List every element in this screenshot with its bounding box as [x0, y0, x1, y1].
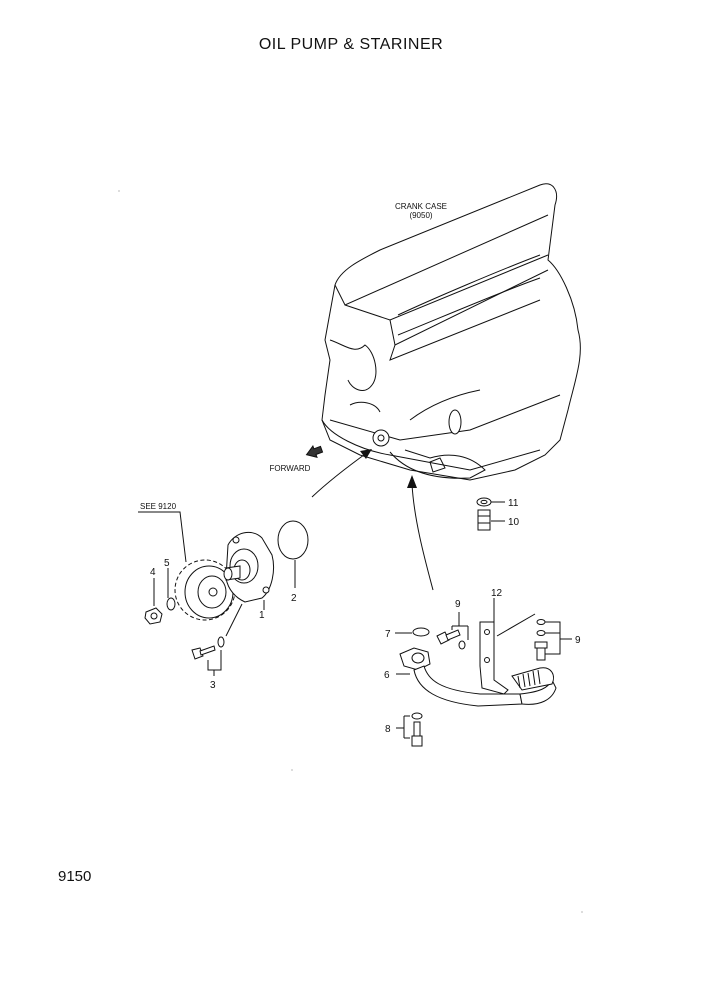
crank-case-label: CRANK CASE — [395, 202, 447, 211]
bolt-part — [534, 641, 548, 661]
assembly-arrow-icon — [311, 449, 372, 498]
drain-washer-part — [476, 497, 492, 507]
washer-part — [217, 636, 225, 648]
callout-9-left: 9 — [455, 599, 461, 610]
washer-part — [458, 640, 466, 650]
strainer-o-ring-part — [412, 627, 430, 637]
bolt-part — [436, 629, 461, 645]
callout-8: 8 — [385, 724, 391, 735]
assembly-arrow-icon — [407, 475, 434, 591]
oil-pump-body-part — [223, 531, 275, 603]
callout-7: 7 — [385, 629, 391, 640]
callout-4: 4 — [150, 567, 156, 578]
bracket-part — [479, 621, 509, 695]
page-number: 9150 — [58, 868, 92, 885]
washer-part — [536, 619, 546, 636]
callout-5: 5 — [164, 558, 170, 569]
callout-10: 10 — [508, 517, 520, 528]
callout-2: 2 — [291, 593, 297, 604]
strainer-pipe-part — [399, 647, 557, 707]
washer-part — [166, 597, 176, 611]
forward-label: FORWARD — [270, 464, 311, 473]
callout-1: 1 — [259, 610, 265, 621]
callout-12: 12 — [491, 588, 503, 599]
see-ref-label: SEE 9120 — [140, 502, 177, 511]
washer-part — [411, 712, 423, 720]
bolt-part — [411, 721, 423, 747]
callout-11: 11 — [508, 498, 519, 509]
callout-9-right: 9 — [575, 635, 581, 646]
page-title: OIL PUMP & STARINER — [258, 36, 444, 53]
forward-arrow-icon — [305, 444, 324, 459]
crank-case-drawing — [321, 183, 581, 481]
bolt-part — [191, 645, 216, 660]
callout-3: 3 — [210, 680, 216, 691]
drain-plug-part — [477, 509, 491, 531]
o-ring-part — [277, 520, 309, 560]
nut-part — [144, 607, 163, 625]
crank-case-ref: (9050) — [409, 211, 432, 220]
callout-6: 6 — [384, 670, 390, 681]
